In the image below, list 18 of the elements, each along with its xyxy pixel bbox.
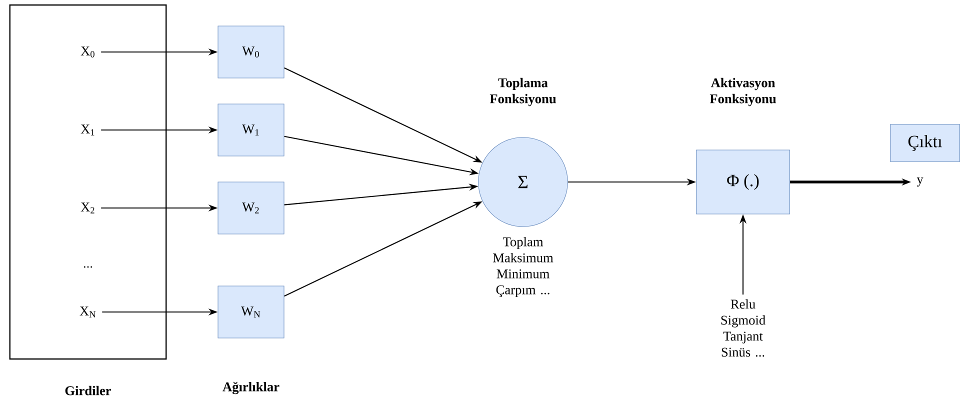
weight-box: W$_{1}$	[218, 104, 284, 156]
heading: Aktivasyon Fonksiyonu	[710, 78, 776, 106]
variable-label: X$_{2}$	[80, 202, 94, 214]
variable-label: y	[916, 178, 924, 186]
variable-label: X$_{N}$	[80, 306, 96, 318]
variable-label: X$_{0}$	[80, 46, 94, 58]
weight-box: W$_{0}$	[218, 26, 284, 78]
output-box: Çıktı	[890, 124, 960, 162]
heading: Girdiler	[65, 386, 112, 396]
activation-box: Φ (.)	[696, 150, 790, 214]
option-list: Relu Sigmoid Tanjant Sinüs ...	[721, 299, 766, 357]
variable-label: X$_{1}$	[80, 124, 94, 136]
heading: Toplama Fonksiyonu	[490, 78, 556, 106]
dots: ...	[84, 266, 92, 268]
option-list: Toplam Maksimum Minimum Çarpım ...	[493, 236, 554, 298]
weight-box: W$_{2}$	[218, 182, 284, 234]
weight-box: W$_{N}$	[218, 286, 284, 338]
heading: Ağırlıklar	[222, 382, 280, 394]
